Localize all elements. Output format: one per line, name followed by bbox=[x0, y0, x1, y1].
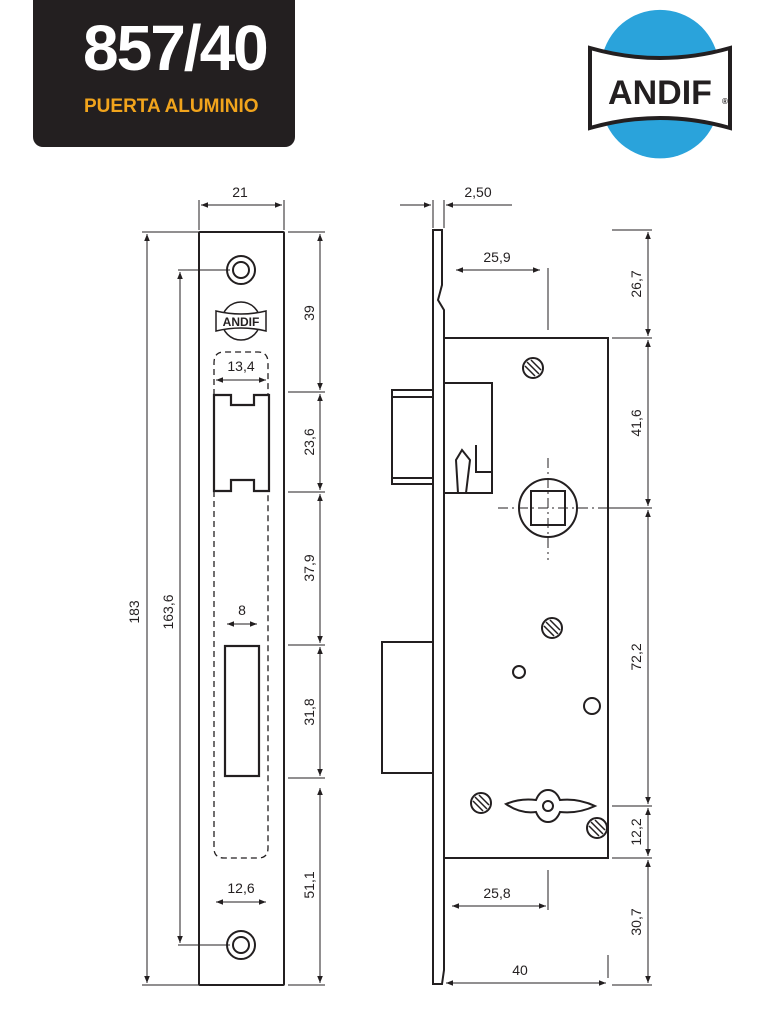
logo-trademark: ® bbox=[722, 97, 728, 106]
faceplate-outline bbox=[198, 231, 285, 986]
logo-wordmark: ANDIF bbox=[608, 74, 712, 112]
bottom-screw-hole bbox=[226, 930, 256, 960]
svg-text:ANDIF: ANDIF bbox=[223, 315, 260, 329]
andif-logo: ANDIF ® bbox=[588, 9, 732, 159]
dim-plate-thickness: 2,50 bbox=[464, 184, 491, 200]
dimension-labels: 21 183 163,6 39 23,6 37,9 31,8 51,1 13,4… bbox=[126, 184, 644, 978]
dim-hole-spacing: 163,6 bbox=[160, 594, 176, 629]
screw bbox=[470, 792, 492, 814]
faceplate-logo: ANDIF bbox=[215, 301, 267, 341]
dim-top-to-latch: 39 bbox=[301, 305, 317, 321]
small-hole bbox=[512, 665, 526, 679]
dead-bolt bbox=[381, 641, 434, 774]
logo-blue-bottom bbox=[604, 118, 716, 159]
dim-case-to-spindle: 41,6 bbox=[628, 409, 644, 436]
case-screws bbox=[470, 357, 608, 839]
faceplate-front-view bbox=[198, 231, 285, 986]
dim-spindle-to-key: 72,2 bbox=[628, 643, 644, 670]
dim-latch-height: 23,6 bbox=[301, 428, 317, 455]
lock-side-view bbox=[381, 229, 609, 985]
logo-banner bbox=[588, 45, 732, 131]
screw bbox=[541, 617, 563, 639]
dim-faceplate-width: 21 bbox=[232, 184, 248, 200]
dimension-lines bbox=[142, 200, 652, 986]
screw bbox=[586, 817, 608, 839]
product-subtitle: PUERTA ALUMINIO bbox=[84, 96, 259, 117]
screw bbox=[522, 357, 544, 379]
latch-bolt bbox=[391, 389, 434, 485]
logo-blue-top bbox=[602, 9, 718, 59]
dim-latch-width: 13,4 bbox=[227, 358, 254, 374]
dim-backset-top: 25,9 bbox=[483, 249, 510, 265]
dim-bolt-height: 31,8 bbox=[301, 698, 317, 725]
dim-key-to-case-bottom: 12,2 bbox=[628, 818, 644, 845]
dim-case-bottom-offset: 30,7 bbox=[628, 908, 644, 935]
dim-faceplate-height: 183 bbox=[126, 600, 142, 624]
dim-backset-bottom: 25,8 bbox=[483, 885, 510, 901]
title-block: 857/40 PUERTA ALUMINIO bbox=[33, 0, 295, 147]
dim-bolt-width: 8 bbox=[238, 602, 246, 618]
latch-opening bbox=[212, 393, 271, 493]
dim-case-depth: 40 bbox=[512, 962, 528, 978]
dim-lower-width: 12,6 bbox=[227, 880, 254, 896]
faceplate-edge bbox=[432, 229, 445, 985]
bolt-opening bbox=[223, 644, 261, 778]
small-hole bbox=[583, 697, 601, 715]
model-number: 857/40 bbox=[83, 12, 269, 84]
dim-latch-to-bolt: 37,9 bbox=[301, 554, 317, 581]
dim-case-top-offset: 26,7 bbox=[628, 270, 644, 297]
dim-bolt-to-bottom: 51,1 bbox=[301, 871, 317, 898]
top-screw-hole bbox=[226, 255, 256, 285]
